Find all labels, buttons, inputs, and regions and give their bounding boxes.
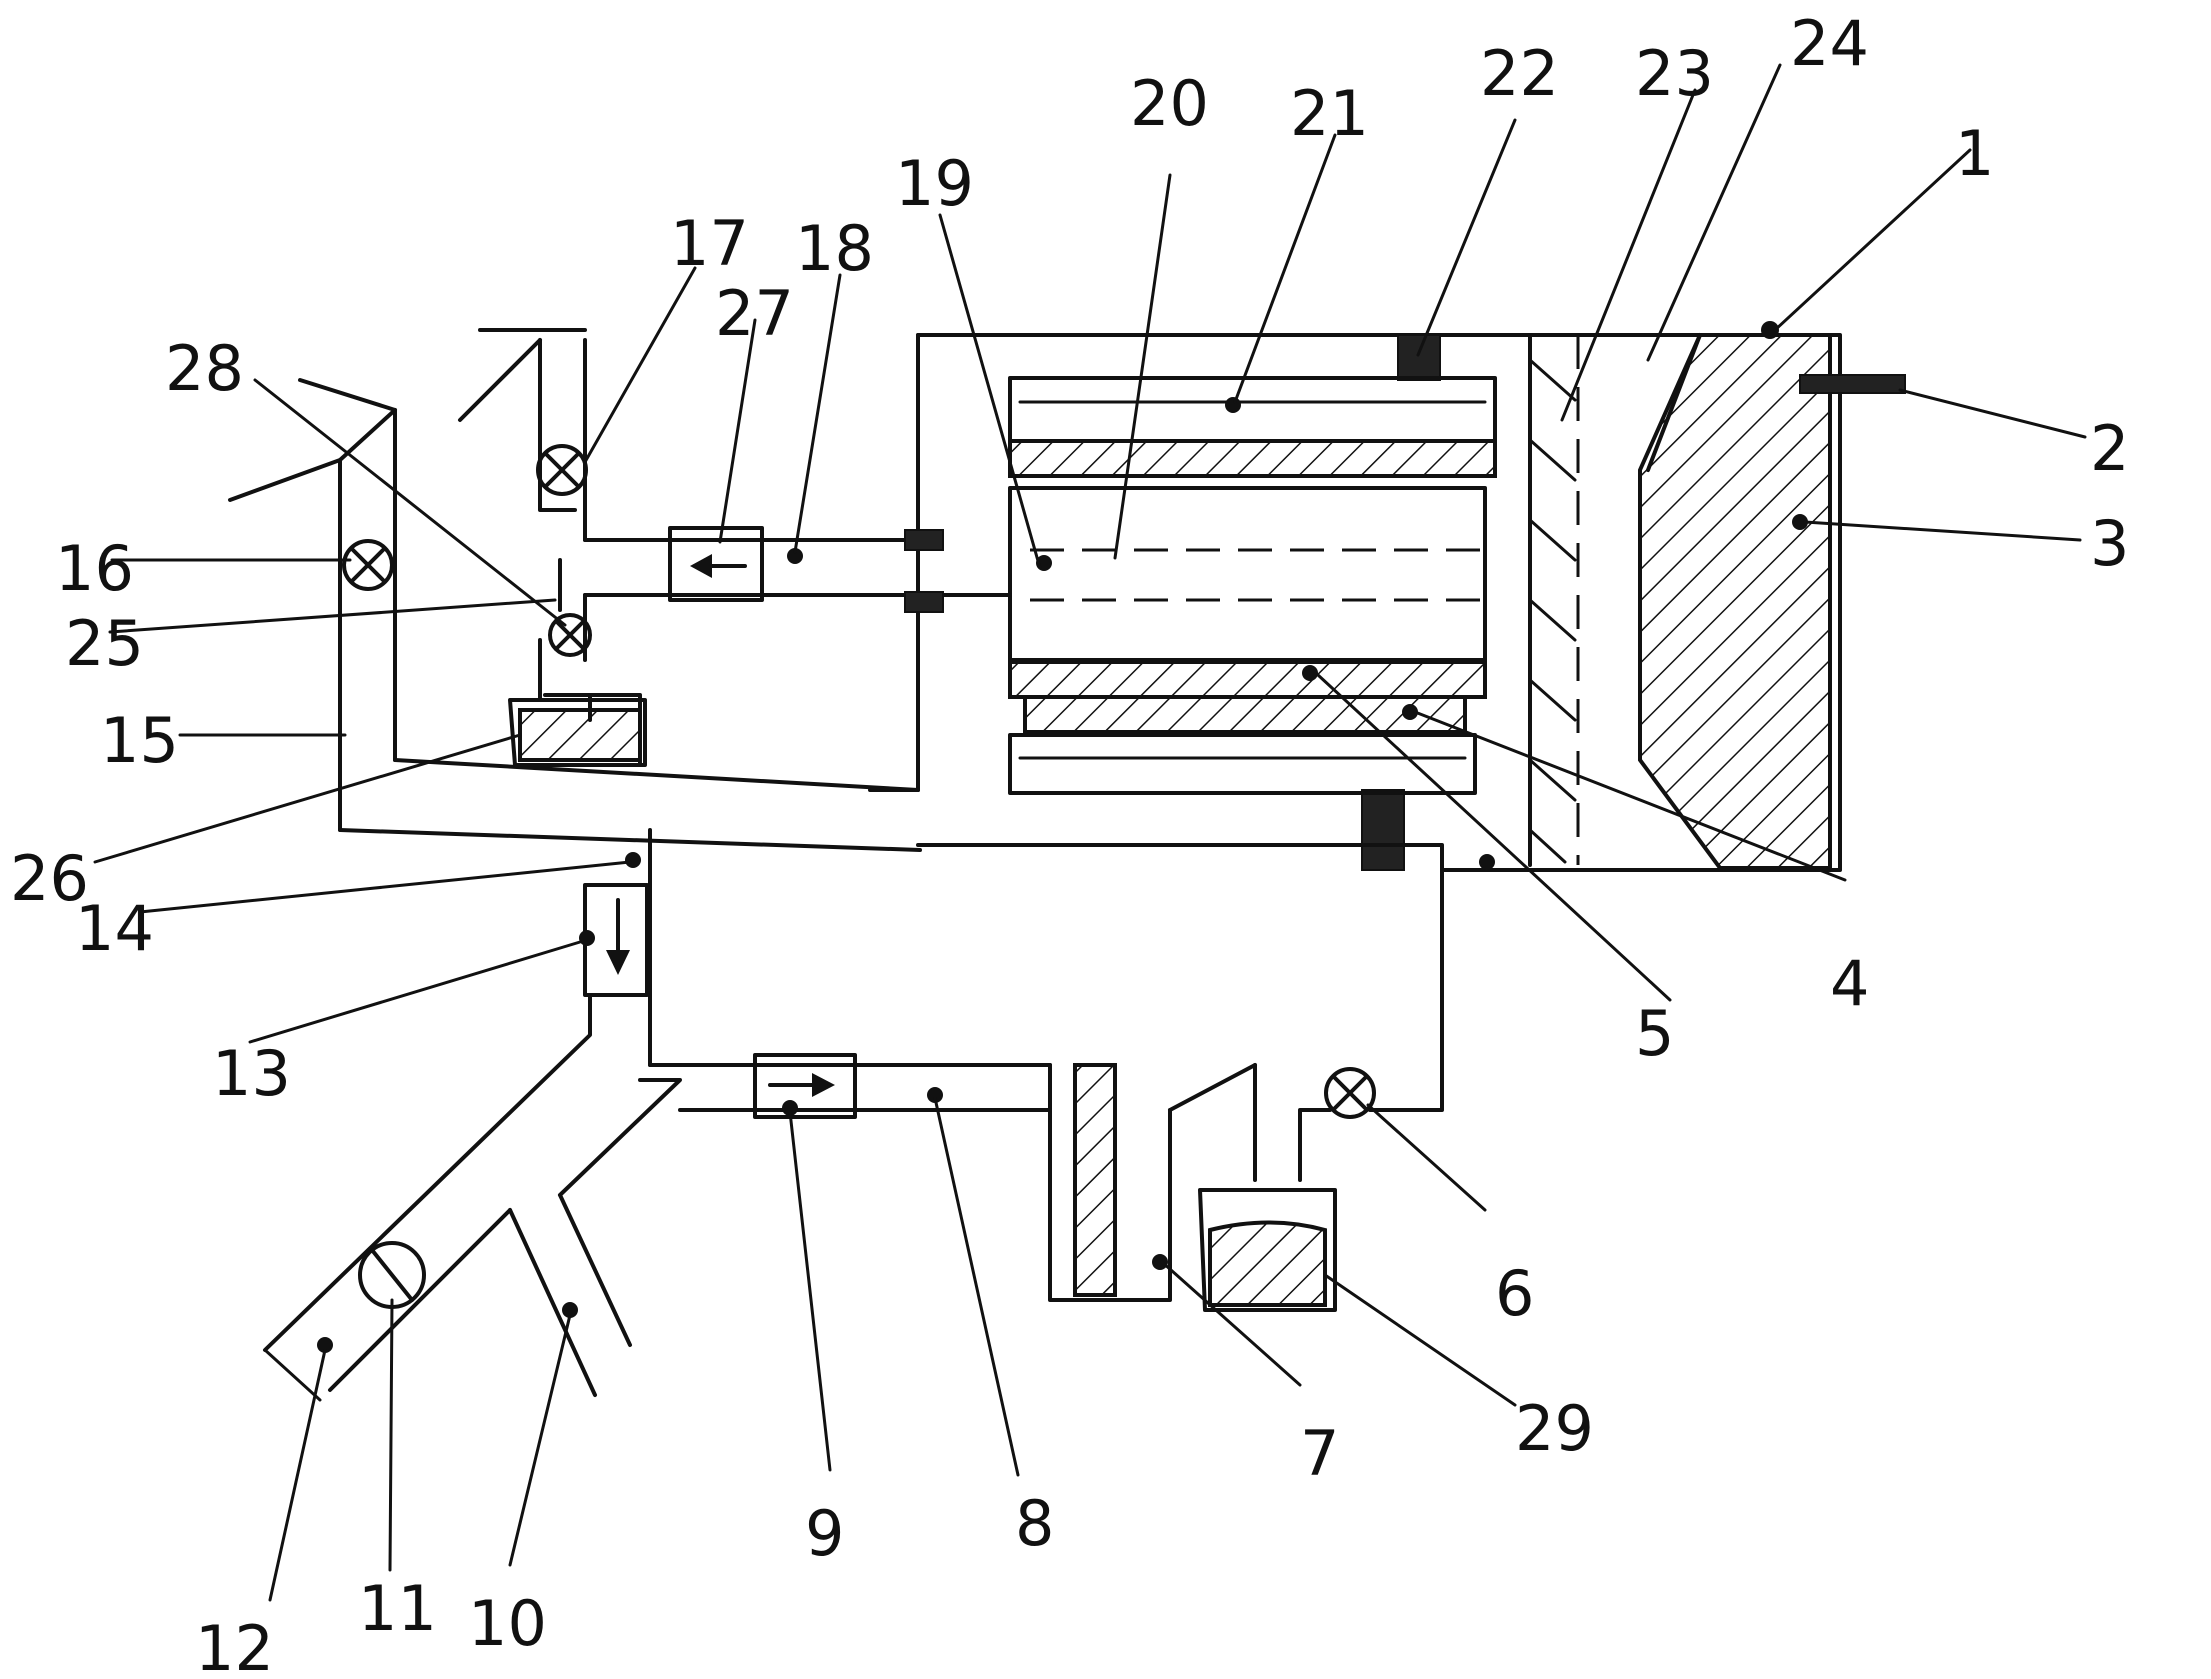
label-27: 27 xyxy=(715,277,794,350)
label-8: 8 xyxy=(1015,1487,1054,1560)
label-16: 16 xyxy=(55,532,134,605)
outlet-ducts xyxy=(263,993,682,1402)
label-20: 20 xyxy=(1130,67,1209,140)
label-25: 25 xyxy=(65,607,144,680)
label-29: 29 xyxy=(1515,1392,1594,1465)
valve-6 xyxy=(1324,1067,1376,1119)
pipe-7 xyxy=(1073,1063,1117,1297)
label-3: 3 xyxy=(2090,507,2129,580)
label-21: 21 xyxy=(1290,77,1369,150)
seal-22-bottom xyxy=(1361,789,1405,871)
labels: 1 2 3 4 5 6 7 8 9 10 11 12 13 14 15 16 1… xyxy=(10,7,2129,1679)
label-12: 12 xyxy=(195,1612,274,1679)
label-23: 23 xyxy=(1635,37,1714,110)
valve-16 xyxy=(342,539,394,591)
valve-17 xyxy=(536,444,588,496)
arrow-box-27 xyxy=(668,526,764,602)
leader-lines xyxy=(93,63,2087,1602)
partition-23 xyxy=(1528,333,1580,867)
label-6: 6 xyxy=(1495,1257,1534,1330)
label-4: 4 xyxy=(1830,947,1869,1020)
label-10: 10 xyxy=(468,1587,547,1660)
seal-22-top xyxy=(1397,334,1441,381)
chamber-3 xyxy=(1638,333,1832,870)
label-26: 26 xyxy=(10,842,89,915)
tank-26 xyxy=(508,698,647,767)
wall-24-slant xyxy=(1646,333,1702,472)
label-2: 2 xyxy=(2090,412,2129,485)
label-14: 14 xyxy=(75,892,154,965)
label-9: 9 xyxy=(805,1497,844,1570)
valve-11 xyxy=(358,1241,426,1309)
tank-29 xyxy=(1198,1188,1337,1312)
label-5: 5 xyxy=(1635,997,1674,1070)
label-1: 1 xyxy=(1955,117,1994,190)
label-24: 24 xyxy=(1790,7,1869,80)
label-22: 22 xyxy=(1480,37,1559,110)
label-28: 28 xyxy=(165,332,244,405)
label-19: 19 xyxy=(895,147,974,220)
label-13: 13 xyxy=(212,1037,291,1110)
connection-dots xyxy=(317,321,1808,1353)
inner-assembly xyxy=(1008,376,1497,795)
shaft-18 xyxy=(583,438,1012,662)
label-15: 15 xyxy=(100,704,179,777)
label-17: 17 xyxy=(670,207,749,280)
arrow-box-9 xyxy=(753,1053,857,1119)
label-7: 7 xyxy=(1300,1417,1339,1490)
valve-28 xyxy=(548,613,592,657)
part-2 xyxy=(1799,374,1906,394)
label-18: 18 xyxy=(795,212,874,285)
label-11: 11 xyxy=(358,1572,437,1645)
left-ducts xyxy=(228,328,922,852)
